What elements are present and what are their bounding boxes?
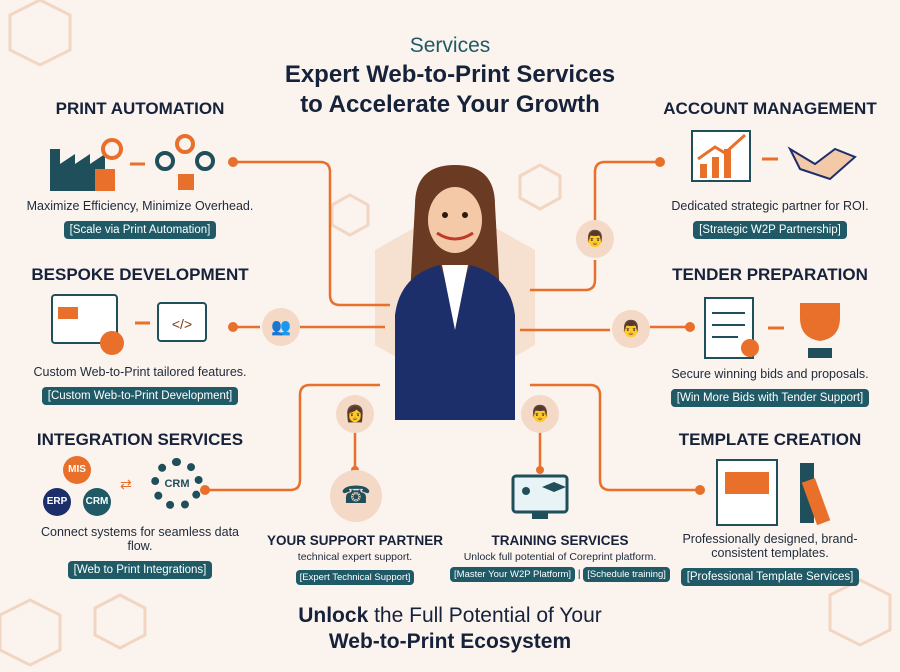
eyebrow: Services: [409, 34, 491, 57]
page-title-line1: Expert Web-to-Print Services: [284, 61, 616, 88]
bespoke-title: BESPOKE DEVELOPMENT: [31, 265, 249, 284]
custom-development-button[interactable]: [Custom Web-to-Print Development]: [41, 387, 239, 405]
erp-node: ERP: [43, 488, 71, 516]
training-desc: Unlock full potential of Coreprint platf…: [463, 551, 657, 563]
account-desc: Dedicated strategic partner for ROI.: [671, 199, 869, 213]
template-desc: Professionally designed, brand-consisten…: [682, 532, 858, 560]
trainer-avatar: 👨: [521, 395, 559, 433]
template-title: TEMPLATE CREATION: [678, 430, 862, 449]
strategic-partnership-button[interactable]: [Strategic W2P Partnership]: [693, 221, 847, 239]
training-title: TRAINING SERVICES: [491, 533, 629, 548]
tender-title: TENDER PREPARATION: [672, 265, 868, 284]
footer-bold: Unlock: [298, 604, 369, 627]
expert-support-button[interactable]: [Expert Technical Support]: [295, 570, 415, 585]
tender-support-button[interactable]: [Win More Bids with Tender Support]: [670, 389, 870, 407]
team-avatar: 👥: [262, 308, 300, 346]
browser-code-icon: </>: [51, 294, 207, 355]
integration-title: INTEGRATION SERVICES: [36, 430, 244, 449]
print-automation-desc: Maximize Efficiency, Minimize Overhead.: [26, 199, 254, 213]
scale-print-automation-button[interactable]: [Scale via Print Automation]: [63, 221, 217, 239]
tender-desc: Secure winning bids and proposals.: [671, 367, 869, 381]
header: Services Expert Web-to-Print Services to…: [0, 34, 900, 120]
print-automation-icons: [10, 119, 270, 199]
support-title: YOUR SUPPORT PARTNER: [266, 533, 443, 548]
schedule-training-button[interactable]: [Schedule training]: [583, 567, 670, 582]
crm-gear-icon: CRM: [151, 458, 203, 510]
growth-handshake-icon: [691, 130, 857, 182]
crm-node: CRM: [83, 488, 111, 516]
headset-icon: ☎: [330, 470, 382, 522]
integration-desc: Connect systems for seamless data flow.: [41, 525, 239, 553]
page-title-line2: to Accelerate Your Growth: [300, 91, 600, 118]
footer-line2: Web-to-Print Ecosystem: [328, 630, 572, 653]
mis-node: MIS: [63, 456, 91, 484]
sync-arrows-icon: ⇄: [120, 476, 132, 492]
footer-tagline: Unlock the Full Potential of Your Web-to…: [0, 603, 900, 655]
footer-rest: the Full Potential of Your: [368, 604, 602, 627]
consultant-illustration: [395, 165, 515, 420]
online-training-icon: [511, 474, 569, 519]
support-agent-avatar: 👩: [336, 395, 374, 433]
bespoke-desc: Custom Web-to-Print tailored features.: [33, 365, 247, 379]
tender-avatar: 👨: [612, 310, 650, 348]
button-separator: |: [577, 569, 581, 580]
template-services-button[interactable]: [Professional Template Services]: [680, 568, 860, 586]
support-desc: technical expert support.: [297, 551, 413, 563]
integration-diagram: MIS ERP CRM ⇄ CRM: [5, 450, 275, 525]
document-trophy-icon: [704, 297, 840, 359]
account-manager-avatar: 👨: [576, 220, 614, 258]
template-palette-icon: [716, 459, 831, 526]
account-title: ACCOUNT MANAGEMENT: [663, 99, 877, 118]
factory-gears-icon: [50, 134, 215, 191]
svg-text:</>: </>: [172, 316, 192, 332]
print-automation-title: PRINT AUTOMATION: [55, 99, 225, 118]
master-platform-button[interactable]: [Master Your W2P Platform]: [450, 567, 576, 582]
integrations-button[interactable]: [Web to Print Integrations]: [67, 561, 213, 579]
